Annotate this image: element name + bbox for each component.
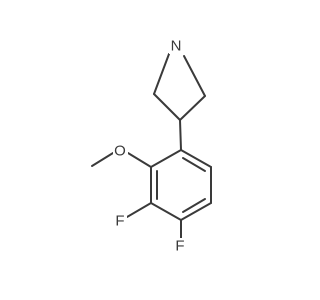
atom-f-bottom-label: F	[175, 238, 184, 255]
atom-f-left: F	[114, 213, 127, 230]
atom-f-bottom: F	[174, 238, 187, 255]
bond-n-c-right	[183, 55, 206, 97]
bond-c-right-c3	[179, 95, 206, 121]
atom-n-label: N	[171, 38, 182, 55]
atom-n: N	[169, 37, 183, 55]
bond-ring-1	[180, 149, 212, 168]
bond-ring-3	[180, 202, 212, 221]
atom-labels: N O F F	[113, 37, 187, 255]
bond-aryl-f1	[126, 202, 152, 218]
bond-ring-double-2	[182, 198, 206, 213]
bonds	[91, 53, 212, 239]
bond-ring-6	[150, 149, 182, 168]
bond-c3-aryl	[179, 119, 182, 151]
bond-ring-4	[150, 202, 182, 221]
bond-c-left-c3	[153, 93, 181, 121]
bond-aryl-o	[127, 152, 152, 168]
bond-ring-double-1	[182, 157, 206, 172]
atom-o: O	[113, 142, 128, 160]
atom-o-label: O	[114, 143, 126, 160]
molecule-structure: N O F F	[91, 37, 212, 255]
bond-o-methyl	[91, 152, 114, 167]
bond-n-c-left	[153, 53, 170, 95]
atom-f-left-label: F	[115, 213, 124, 230]
